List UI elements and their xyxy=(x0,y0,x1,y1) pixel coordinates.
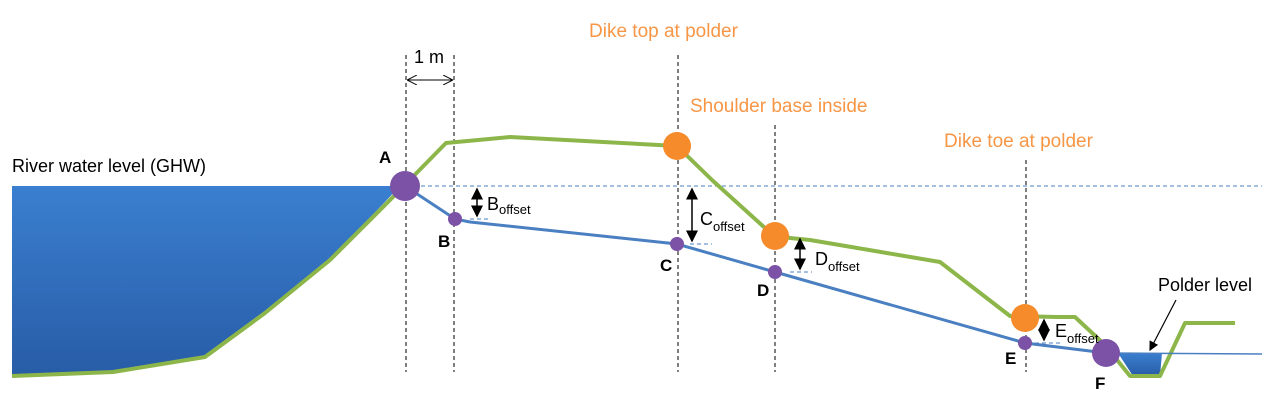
point-a xyxy=(390,171,420,201)
dike-top-label: Dike top at polder xyxy=(589,21,739,42)
polder-level-label: Polder level xyxy=(1158,275,1252,295)
point-c xyxy=(670,237,684,251)
point-e xyxy=(1018,336,1032,350)
polder-level-line xyxy=(1105,352,1263,355)
shoulder-base-label: Shoulder base inside xyxy=(690,96,867,117)
point-b-label: B xyxy=(438,232,450,251)
c-offset-label: Coffset xyxy=(700,209,745,234)
purple-points xyxy=(390,171,1120,367)
river-water-level-label: River water level (GHW) xyxy=(12,156,206,176)
dike-toe-label: Dike toe at polder xyxy=(944,131,1094,152)
d-offset-label: Doffset xyxy=(815,249,860,274)
dike-toe-point xyxy=(1011,304,1039,332)
point-e-label: E xyxy=(1005,349,1016,368)
offset-arrows xyxy=(471,187,1050,342)
polder-level-arrow xyxy=(1149,299,1177,352)
offset-ticks xyxy=(470,218,1060,344)
b-offset-label: Boffset xyxy=(487,194,531,217)
river-water xyxy=(12,186,400,376)
one-meter-label: 1 m xyxy=(414,47,444,67)
point-b xyxy=(448,212,462,226)
point-a-label: A xyxy=(379,148,391,167)
point-f xyxy=(1092,339,1120,367)
e-offset-label: Eoffset xyxy=(1055,321,1099,346)
polder-water xyxy=(1118,353,1162,376)
point-c-label: C xyxy=(660,256,672,275)
point-d-label: D xyxy=(757,281,769,300)
point-d xyxy=(768,265,782,279)
point-f-label: F xyxy=(1095,374,1105,393)
orange-points xyxy=(663,132,1039,332)
shoulder-base-point xyxy=(761,222,789,250)
dike-top-point xyxy=(663,132,691,160)
